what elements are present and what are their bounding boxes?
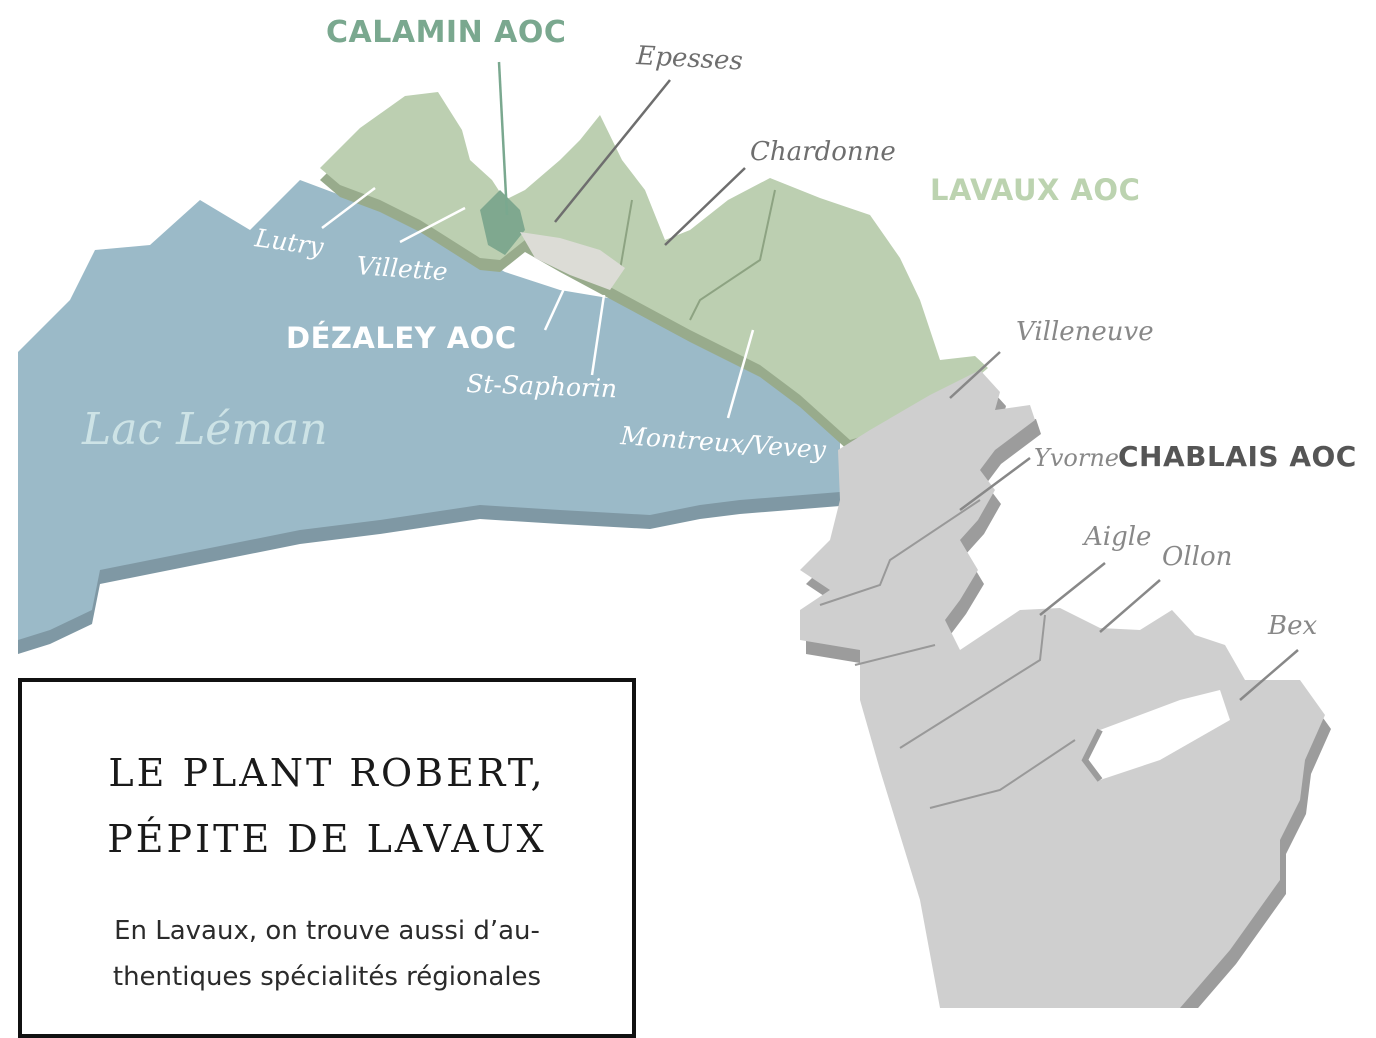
chablais-surface xyxy=(800,370,1325,1008)
label-villette: Villette xyxy=(356,251,449,286)
article-body-line1: En Lavaux, on trouve aussi d’au- xyxy=(114,916,540,946)
chablais-border-aigle xyxy=(899,614,1046,749)
leader-villeneuve xyxy=(949,351,1001,399)
lavaux-border-chardonne xyxy=(689,189,776,321)
article-body-line2: thentiques spécialités régionales xyxy=(112,962,542,992)
leader-chardonne xyxy=(664,167,746,246)
article-box: LE PLANT ROBERT, PÉPITE DE LAVAUX En Lav… xyxy=(18,678,636,1038)
label-chardonne: Chardonne xyxy=(750,137,896,167)
chablais-enclave-edge xyxy=(1081,728,1103,782)
leader-yvorne xyxy=(959,456,1031,512)
lake-leman xyxy=(18,180,840,654)
lavaux-surface xyxy=(320,92,988,440)
chablais-border-yvorne xyxy=(854,644,936,666)
leader-calamin xyxy=(497,61,509,216)
article-title-line2: PÉPITE DE LAVAUX xyxy=(107,817,547,861)
label-epesses: Epesses xyxy=(635,41,744,77)
label-aigle: Aigle xyxy=(1082,522,1151,552)
leader-villette xyxy=(399,206,466,244)
label-ollon: Ollon xyxy=(1162,542,1232,572)
article-title-line1: LE PLANT ROBERT, xyxy=(108,751,546,795)
label-dezaley-aoc: DÉZALEY AOC xyxy=(286,321,517,355)
dezaley-region xyxy=(520,232,625,290)
leader-aigle xyxy=(1039,562,1106,616)
leader-lutry xyxy=(321,187,376,229)
chablais-border-ollon xyxy=(929,739,1076,809)
label-bex: Bex xyxy=(1267,611,1317,641)
calamin-region xyxy=(480,190,525,255)
chablais-border-villeneuve xyxy=(819,499,981,606)
leader-bex xyxy=(1239,649,1299,701)
label-yvorne: Yvorne xyxy=(1034,444,1119,472)
chablais-region xyxy=(800,370,1331,1008)
label-chablais-aoc: CHABLAIS AOC xyxy=(1118,440,1357,473)
leader-lines xyxy=(321,61,1299,701)
label-villeneuve: Villeneuve xyxy=(1016,317,1154,347)
leader-dezaley xyxy=(543,279,570,331)
leader-epesses xyxy=(554,79,671,223)
lavaux-region xyxy=(320,92,988,452)
article-title: LE PLANT ROBERT, PÉPITE DE LAVAUX xyxy=(22,740,632,872)
leader-montreux-vevey xyxy=(726,329,755,419)
leader-st-saphorin xyxy=(590,294,606,376)
leader-ollon xyxy=(1099,579,1161,633)
label-lac-leman: Lac Léman xyxy=(81,404,328,455)
wine-region-map: CALAMIN AOC LAVAUX AOC DÉZALEY AOC CHABL… xyxy=(18,15,1357,1008)
label-lavaux-aoc: LAVAUX AOC xyxy=(930,173,1140,207)
lake-surface xyxy=(18,180,840,640)
article-body: En Lavaux, on trouve aussi d’au- thentiq… xyxy=(62,908,592,1000)
label-calamin-aoc: CALAMIN AOC xyxy=(326,15,566,50)
chablais-enclave xyxy=(1085,690,1230,780)
label-st-saphorin: St-Saphorin xyxy=(466,369,618,403)
lavaux-border-epesses xyxy=(619,199,633,271)
